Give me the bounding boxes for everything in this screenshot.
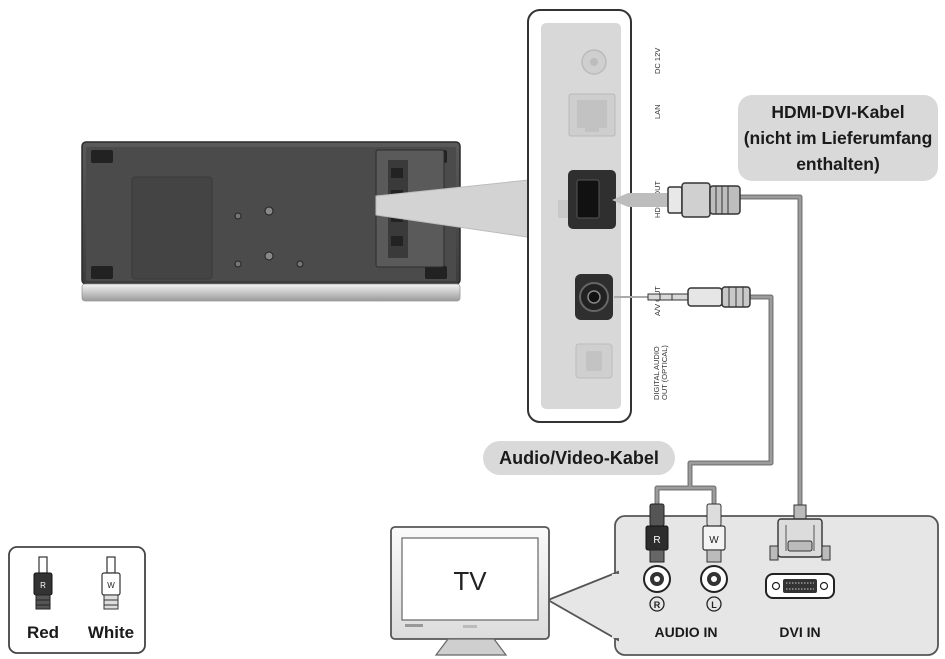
connector-panel: DC 12V LAN HDMI OUT A/V OUT DIGITAL AUDI… [527,9,669,423]
tv-pointer [545,570,619,642]
dc-label: DC 12V [653,48,662,74]
optical-port [575,343,613,379]
dvi-in-port [765,573,835,599]
audio-in-jacks: R L [643,565,728,612]
av-plug [647,286,751,308]
cables [612,193,803,506]
hdmi-plug [667,182,741,218]
tv-screen-text: TV [453,566,487,596]
legend-plug-w: W [107,581,115,590]
hdmi-dvi-cable-callout: HDMI-DVI-Kabel (nicht im Lieferumfang en… [738,95,938,181]
dvi-plug [769,504,831,561]
legend-red-label: Red [27,623,59,642]
av-out-port [575,274,613,320]
tv-monitor: TV [390,526,550,656]
jack-l-label: L [711,600,717,610]
audio-in-label: AUDIO IN [655,624,718,640]
dvi-in-label: DVI IN [779,624,820,640]
jack-r-label: R [654,600,661,610]
plug-color-legend: R Red W White [8,546,146,654]
rca-plug-white: W [702,503,726,563]
legend-white-label: White [88,623,134,642]
plug-w-mark: W [709,535,719,546]
rca-plug-red: R [645,503,669,563]
av-cable-callout: Audio/Video-Kabel [483,441,675,475]
hdmi-out-port [558,170,616,229]
legend-plug-r: R [40,581,46,590]
digital-audio-label: DIGITAL AUDIO [652,346,661,400]
player-device [81,141,461,302]
hdmi-dvi-cable-text: HDMI-DVI-Kabel (nicht im Lieferumfang en… [743,102,933,174]
digital-audio-label-2: OUT (OPTICAL) [660,345,669,400]
av-cable-text: Audio/Video-Kabel [499,448,659,468]
plug-r-mark: R [653,535,660,546]
lan-label: LAN [653,104,662,119]
av-out-label: A/V OUT [653,286,662,316]
lan-port [568,93,616,137]
